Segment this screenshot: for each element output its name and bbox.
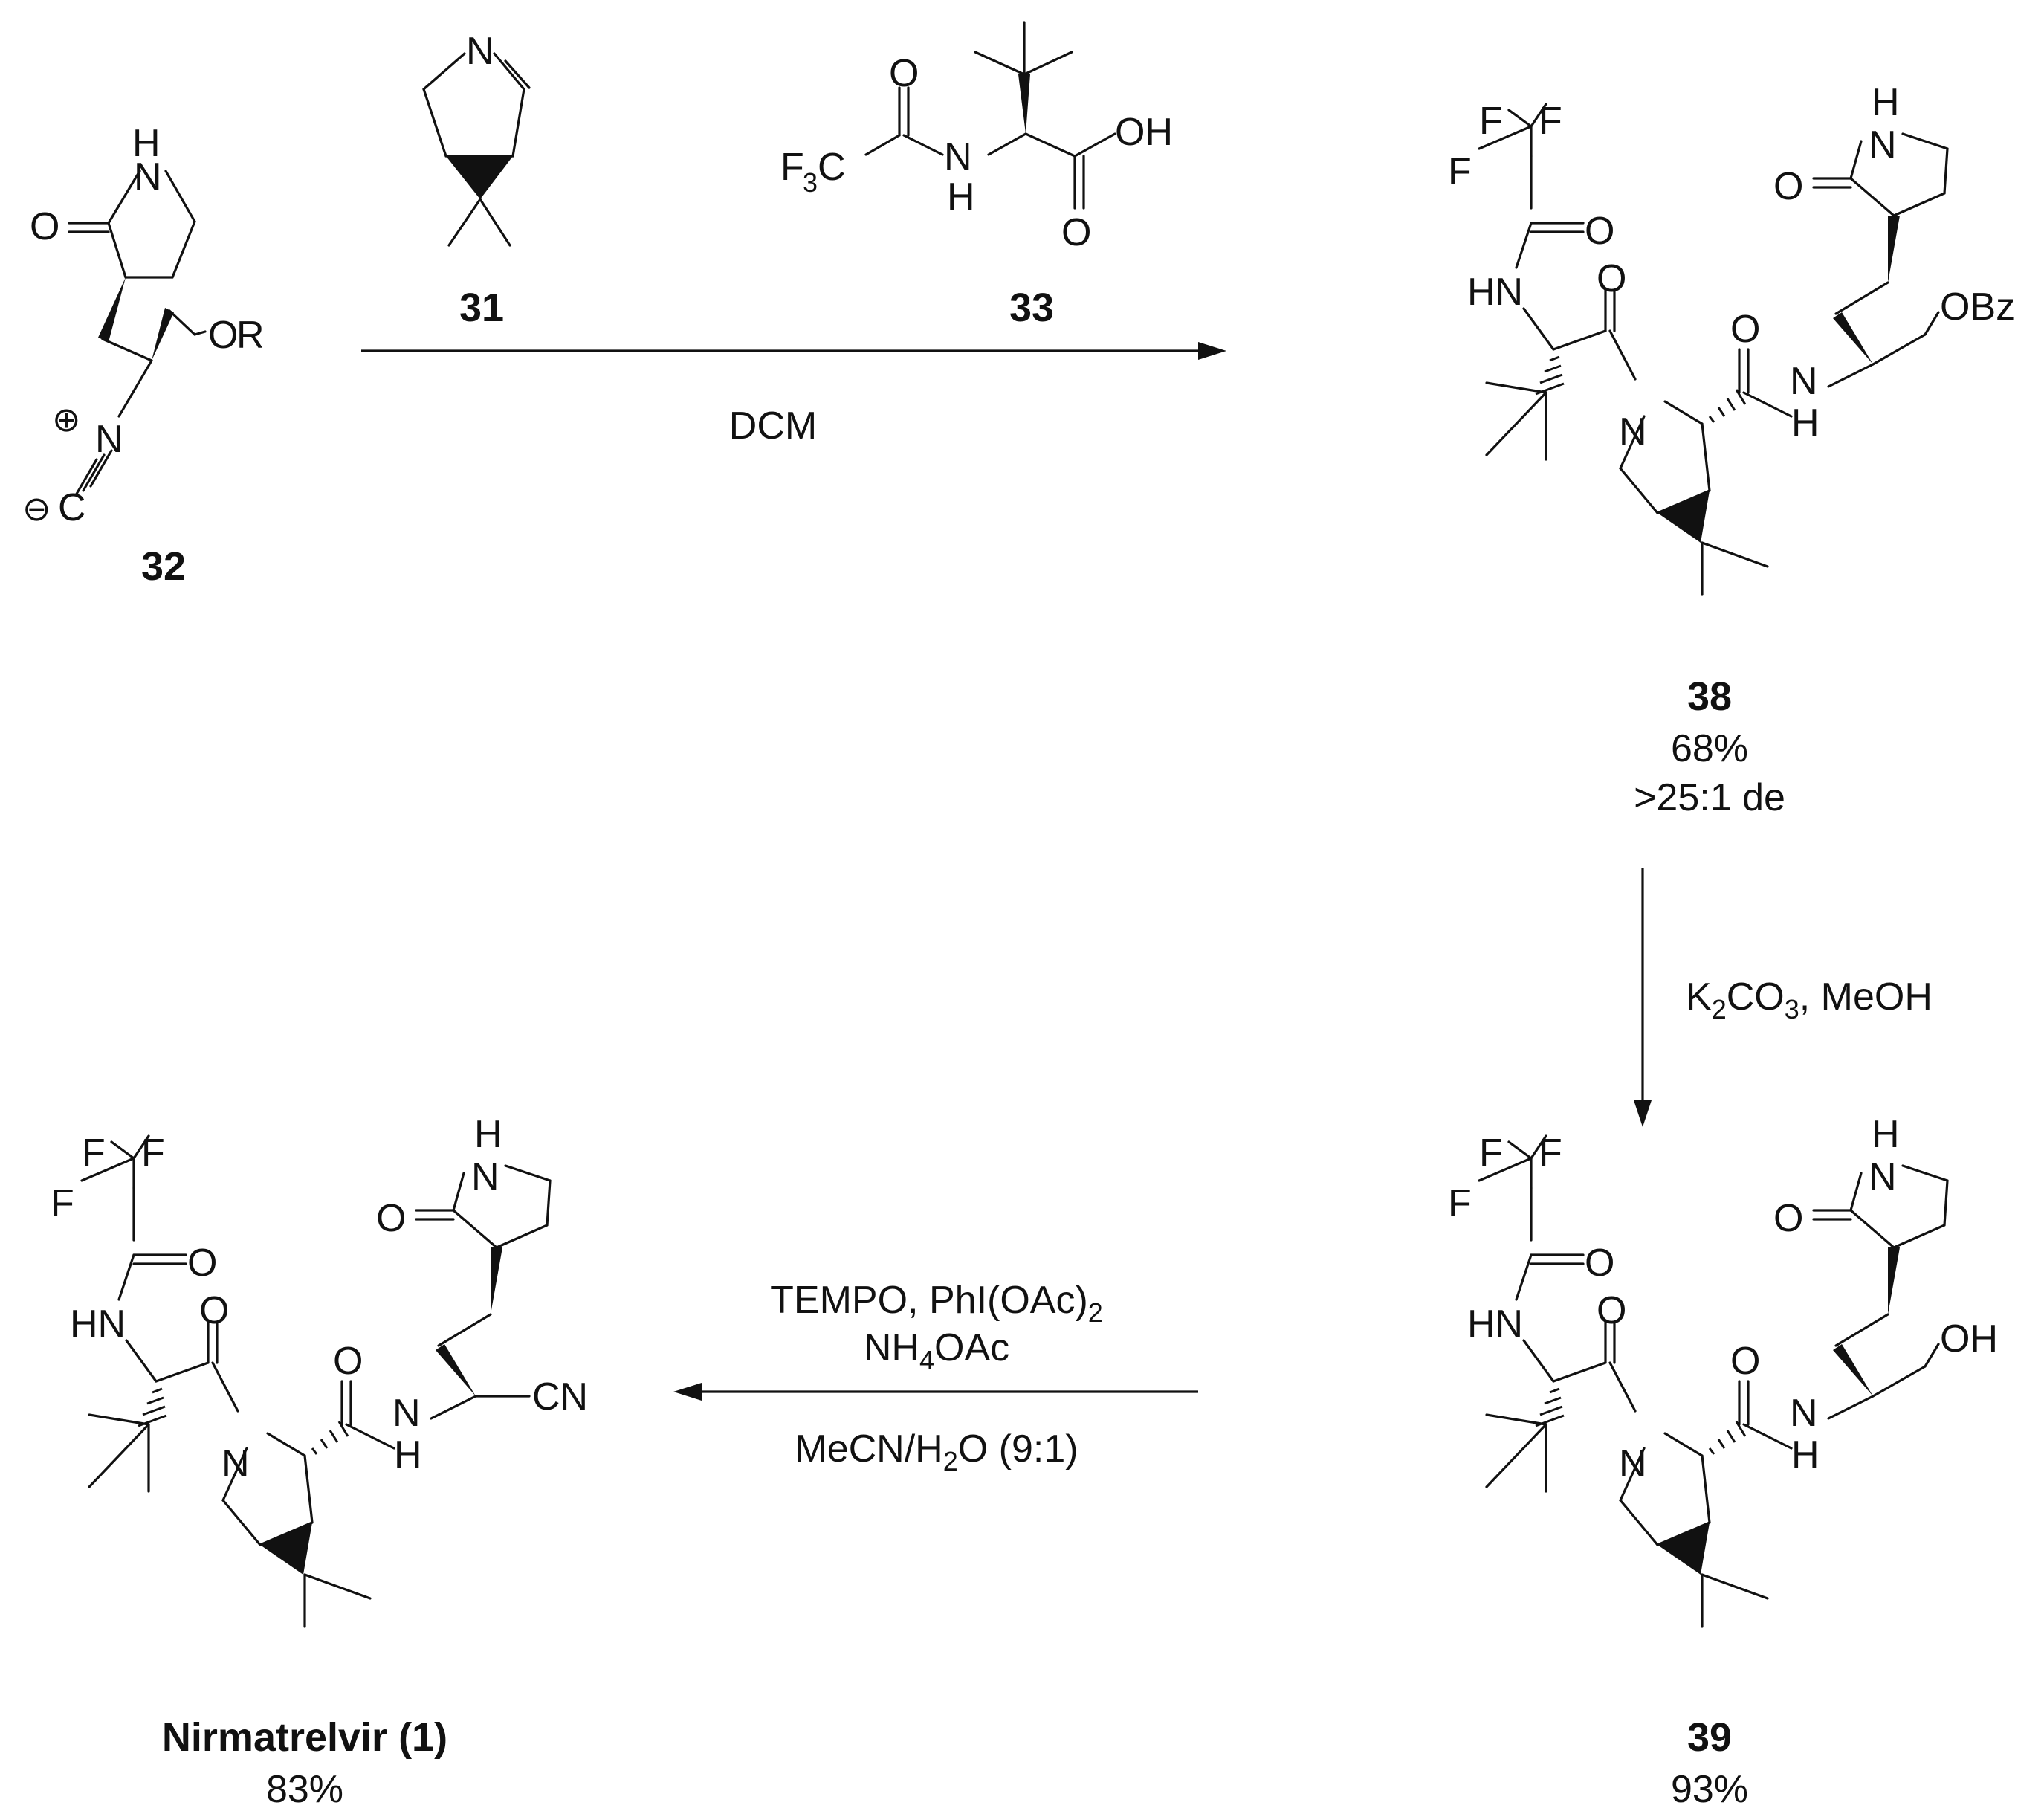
reaction-arrow-step3: TEMPO, PhI(OAc)2 NH4OAc MeCN/H2O (9:1) [673, 1279, 1198, 1476]
atom-O: O [199, 1289, 229, 1332]
atom-F: F [51, 1182, 74, 1225]
atom-O: O [1597, 257, 1626, 300]
atom-F: F [1479, 1132, 1503, 1175]
compound-label: 39 [1687, 1715, 1732, 1760]
atom-N: N [466, 30, 494, 73]
yield-text: 68% [1671, 727, 1748, 770]
atom-HN: HN [70, 1303, 126, 1346]
atom-O: O [30, 205, 59, 248]
atom-N: N [1869, 123, 1897, 167]
atom-O: O [1585, 210, 1614, 253]
atom-O: O [889, 52, 919, 95]
compound-31: N 31 [422, 30, 531, 330]
atom-O: O [1730, 1340, 1760, 1383]
compound-nirmatrelvir: F F F O HN O N O N H O N H CN Nirmatrelv… [51, 1113, 588, 1811]
de-text: >25:1 de [1634, 776, 1785, 819]
atom-CN: CN [532, 1375, 588, 1418]
atom-H: H [1791, 1433, 1820, 1476]
atom-H: H [1872, 1113, 1900, 1156]
subscript-3: 3 [803, 167, 818, 198]
yield-text: 83% [266, 1768, 343, 1811]
atom-F: F [1448, 1182, 1472, 1225]
compound-39: F F F O HN O N O N H O N H OH 39 93% [1448, 1113, 1998, 1811]
compound-33: F 3 C O N H OH O 33 [780, 21, 1173, 330]
compound-38: F F F O HN O N O N H O N H OBz 38 68% >2… [1448, 81, 2015, 819]
reagent-text: DCM [729, 404, 817, 448]
atom-F: F [141, 1132, 165, 1175]
atom-O: O [1597, 1289, 1626, 1332]
atom-N: N [1619, 410, 1647, 454]
atom-H: H [474, 1113, 502, 1156]
reagent-text-line2: NH4OAc [864, 1326, 1009, 1375]
compound-label: Nirmatrelvir (1) [162, 1715, 447, 1760]
plus-charge: ⊕ [52, 400, 81, 439]
atom-H: H [132, 122, 161, 165]
atom-N: N [95, 418, 123, 461]
atom-F: F [82, 1132, 106, 1175]
atom-N: N [1869, 1155, 1897, 1198]
atom-F: F [1479, 100, 1503, 143]
atom-HN: HN [1467, 1303, 1523, 1346]
atom-O: O [1773, 165, 1803, 208]
reaction-arrow-step1: DCM [361, 342, 1226, 448]
reagent-text-line1: TEMPO, PhI(OAc)2 [770, 1279, 1103, 1328]
atom-OH: OH [1940, 1317, 1998, 1360]
atom-O: O [376, 1197, 406, 1240]
reagent-text-line3: MeCN/H2O (9:1) [795, 1427, 1078, 1476]
atom-O: O [187, 1242, 217, 1285]
atom-N: N [392, 1392, 421, 1435]
reaction-arrow-step2: K2CO3, MeOH [1634, 868, 1933, 1127]
atom-O: O [208, 314, 238, 357]
atom-H: H [1872, 81, 1900, 124]
atom-O: O [1730, 308, 1760, 351]
atom-O: O [1773, 1197, 1803, 1240]
compound-label: 32 [141, 544, 186, 589]
atom-F: F [1539, 1132, 1562, 1175]
atom-C: C [818, 146, 846, 189]
atom-O: O [333, 1340, 363, 1383]
compound-label: 38 [1687, 674, 1732, 719]
atom-R: R [236, 314, 265, 357]
compound-label: 33 [1009, 285, 1054, 330]
atom-C: C [58, 486, 86, 529]
atom-OBz: OBz [1940, 285, 2015, 329]
atom-N: N [134, 155, 162, 198]
atom-H: H [1791, 401, 1820, 445]
atom-H: H [947, 175, 975, 219]
atom-F: F [1448, 150, 1472, 193]
atom-N: N [221, 1442, 250, 1485]
atom-F: F [780, 146, 804, 189]
atom-N: N [1619, 1442, 1647, 1485]
atom-N: N [1790, 360, 1818, 403]
atom-N: N [1790, 1392, 1818, 1435]
atom-F: F [1539, 100, 1562, 143]
compound-label: 31 [459, 285, 504, 330]
atom-HN: HN [1467, 271, 1523, 314]
yield-text: 93% [1671, 1768, 1748, 1811]
atom-O: O [1585, 1242, 1614, 1285]
minus-charge: ⊖ [22, 489, 51, 528]
compound-32: H N O O R N ⊕ C ⊖ 32 [22, 122, 265, 589]
atom-H: H [394, 1433, 422, 1476]
reagent-text: K2CO3, MeOH [1686, 975, 1933, 1024]
atom-OH: OH [1115, 111, 1173, 154]
atom-N: N [471, 1155, 499, 1198]
atom-N: N [944, 135, 972, 178]
atom-O: O [1061, 211, 1091, 254]
